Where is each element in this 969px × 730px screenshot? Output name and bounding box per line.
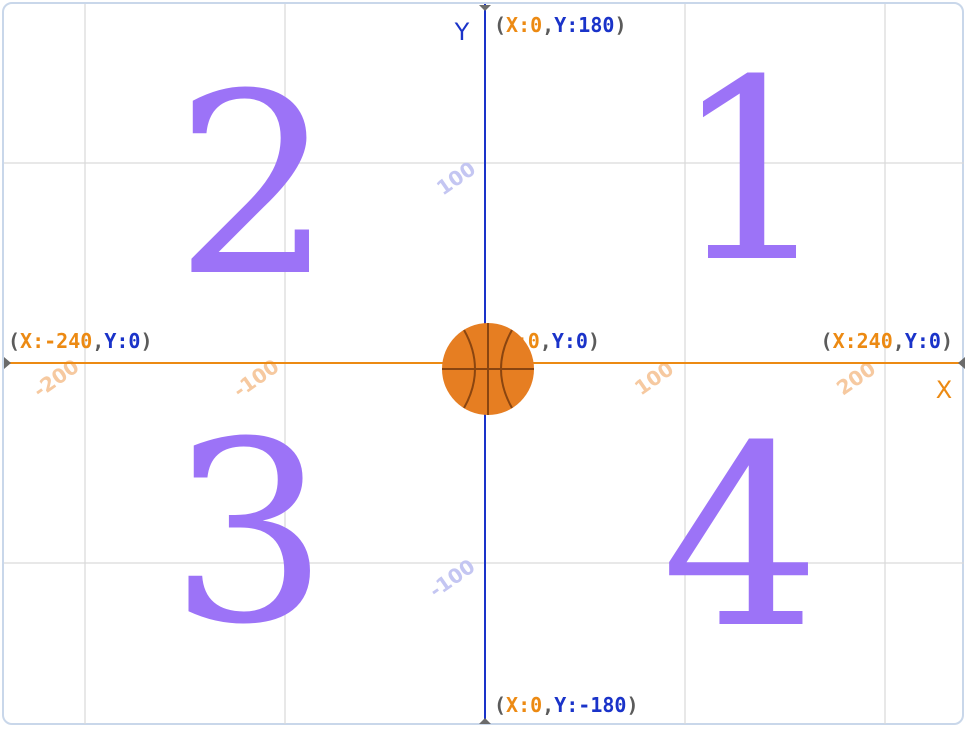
y-axis-bottom-arrow-icon	[479, 718, 491, 724]
y-axis-top-arrow-icon	[479, 5, 491, 11]
quadrant-1-label: 1	[672, 26, 831, 317]
quadrant-2-label: 2	[174, 40, 333, 331]
y-tick-label: -100	[425, 554, 480, 602]
x-axis-left-arrow-icon	[4, 357, 11, 369]
x-tick-label: -200	[29, 354, 84, 402]
coord-label-left: (X:-240,Y:0)	[8, 329, 153, 353]
quadrant-4-label: 4	[661, 392, 820, 683]
x-axis-right-arrow-icon	[958, 357, 965, 369]
quadrant-3-label: 3	[169, 388, 328, 679]
coord-label-bottom: (X:0,Y:-180)	[494, 693, 639, 717]
coord-label-top: (X:0,Y:180)	[494, 13, 626, 37]
x-axis-name: X	[936, 376, 952, 404]
y-axis-name: Y	[454, 18, 470, 46]
basketball-icon[interactable]	[442, 323, 534, 415]
coord-label-right: (X:240,Y:0)	[821, 329, 953, 353]
